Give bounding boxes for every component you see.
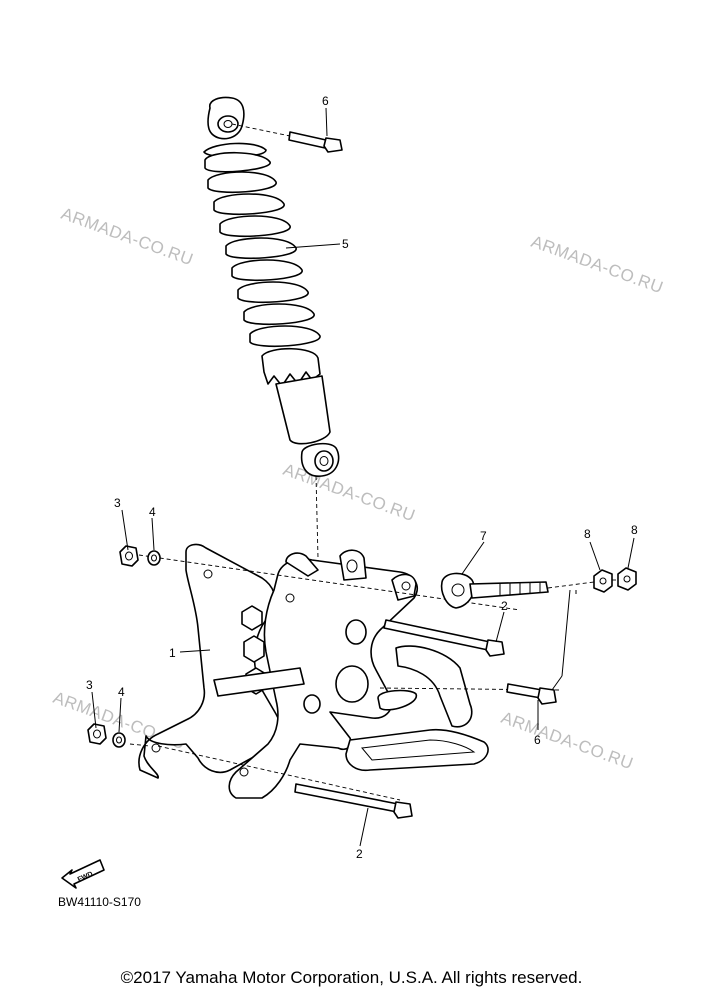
callout-6-upper: 6: [322, 94, 329, 108]
callout-5: 5: [342, 237, 349, 251]
bolt-6-upper: [231, 123, 343, 153]
spring-coils: [204, 151, 321, 348]
diagram-code: BW41110-S170: [58, 895, 141, 909]
bolt-2-lower: [294, 783, 413, 819]
nut-3-lower: [87, 723, 107, 745]
nuts-8: [547, 567, 637, 593]
callout-3-lower: 3: [86, 678, 93, 692]
callout-1: 1: [169, 646, 176, 660]
watermark-3: ARMADA-CO.RU: [281, 460, 418, 525]
callout-3-upper: 3: [114, 496, 121, 510]
watermark-1: ARMADA-CO.RU: [59, 204, 196, 269]
callout-2-lower: 2: [356, 847, 363, 861]
callout-8-left: 8: [584, 527, 591, 541]
nut-3-upper: [119, 545, 139, 567]
fwd-arrow-icon: FWD: [61, 859, 105, 889]
callout-2-upper: 2: [501, 599, 508, 613]
callout-4-lower: 4: [118, 685, 125, 699]
callout-numbers: 1 2 2 3 3 4 4 5 6 6 7 8 8: [86, 94, 638, 861]
watermark-2: ARMADA-CO.RU: [529, 232, 666, 297]
callout-6-lower: 6: [534, 733, 541, 747]
washer-4-upper: [147, 550, 161, 566]
watermark-5: ARMADA-CO.RU: [499, 708, 636, 773]
callout-8-right: 8: [631, 523, 638, 537]
leader-lines: [91, 107, 635, 847]
bolt-6-lower: [506, 683, 557, 705]
shock-absorber: [203, 96, 340, 477]
copyright-notice: ©2017 Yamaha Motor Corporation, U.S.A. A…: [120, 968, 583, 987]
bolt-2-upper: [383, 619, 505, 657]
eye-bolt-7: [440, 572, 549, 609]
washer-4-lower: [112, 732, 126, 748]
callout-7: 7: [480, 529, 487, 543]
frame-bracket: [138, 543, 489, 799]
callout-4-upper: 4: [149, 505, 156, 519]
